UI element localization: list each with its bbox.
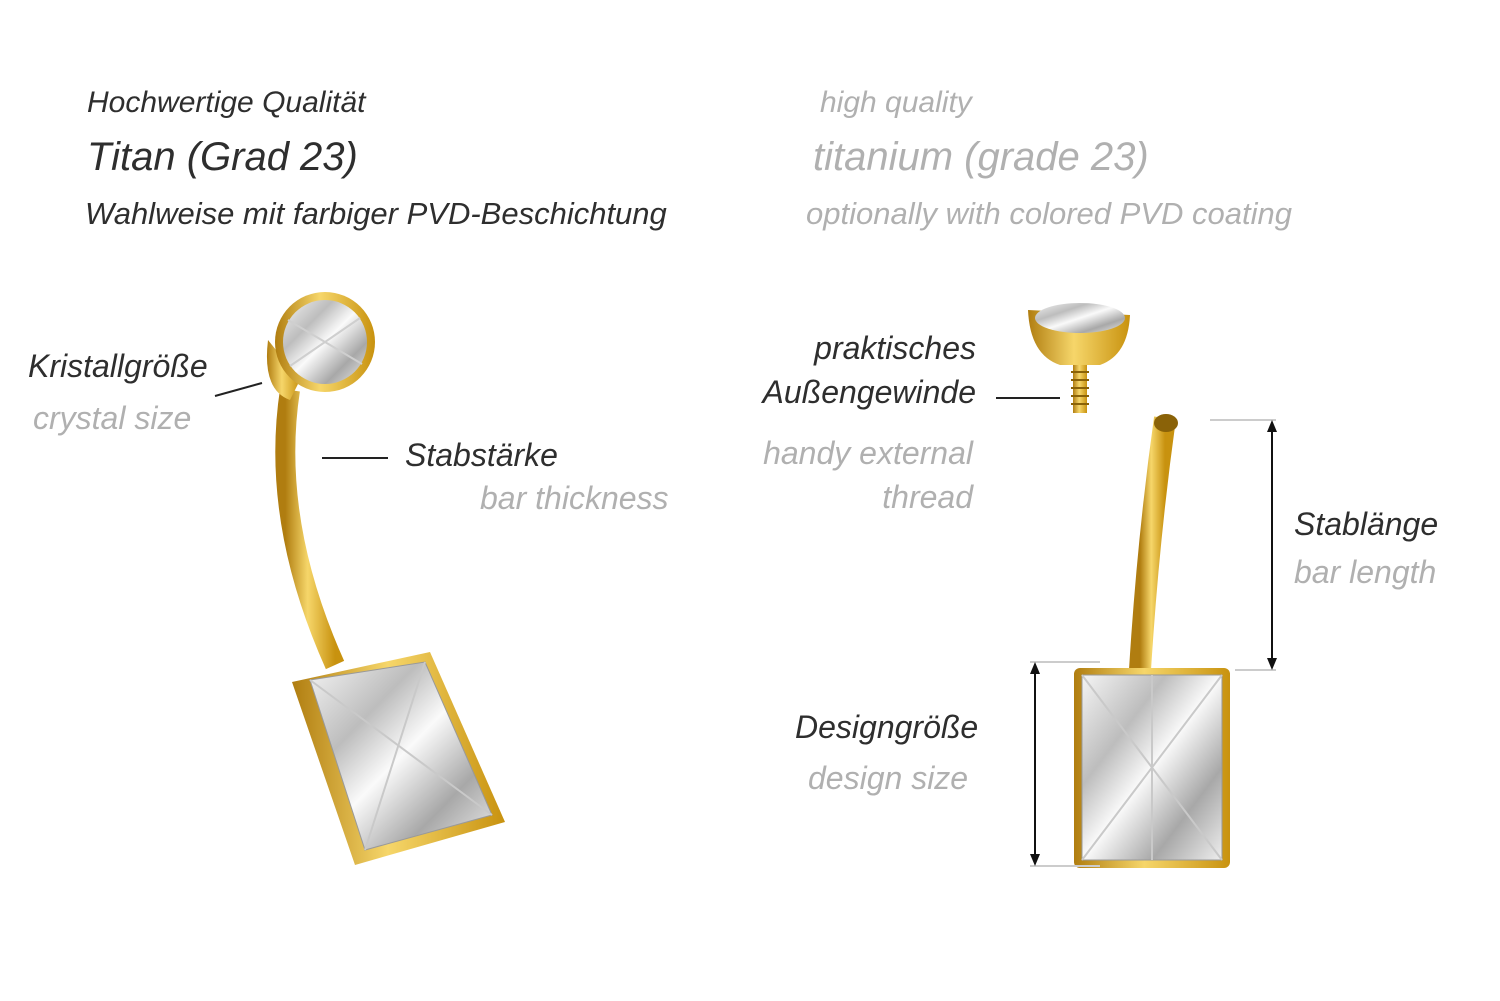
header-de-coating: Wahlweise mit farbiger PVD-Beschichtung <box>85 196 667 231</box>
thread-label-en-1: handy external <box>763 435 973 471</box>
thread-label-de-1: praktisches <box>814 330 976 366</box>
crystal-leader-line <box>214 382 263 397</box>
header-de-material: Titan (Grad 23) <box>87 135 358 179</box>
belly-ring-angled <box>266 292 505 865</box>
crystal-size-label-en: crystal size <box>33 400 192 436</box>
header-en-material: titanium (grade 23) <box>813 135 1149 179</box>
design-size-label-en: design size <box>808 760 969 796</box>
bar-length-label-de: Stablänge <box>1294 506 1439 542</box>
header-de-quality: Hochwertige Qualität <box>87 86 366 119</box>
belly-ring-front <box>1028 303 1230 868</box>
bar-thickness-label-de: Stabstärke <box>405 437 558 473</box>
design-size-label-de: Designgröße <box>795 709 979 745</box>
thread-label-de-2: Außengewinde <box>762 374 976 410</box>
crystal-size-label-de: Kristallgröße <box>28 348 208 384</box>
header-en-coating: optionally with colored PVD coating <box>806 196 1292 231</box>
header-en-quality: high quality <box>820 86 972 119</box>
bar-thickness-label-en: bar thickness <box>480 480 669 516</box>
thread-label-en-2: thread <box>882 479 973 515</box>
bar-length-label-en: bar length <box>1294 554 1437 590</box>
design-size-dimension <box>1030 661 1100 867</box>
bar-length-dimension <box>1210 419 1277 671</box>
